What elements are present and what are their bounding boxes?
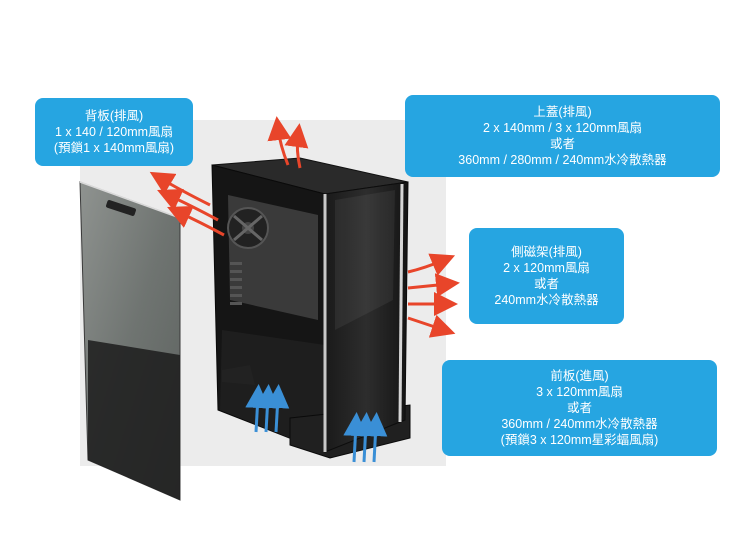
callout-front-line: (預鎖3 x 120mm星彩蝠風扇) xyxy=(500,433,659,447)
bottom-intake-arrows xyxy=(245,384,290,433)
callout-back-line: 背板(排風) xyxy=(84,109,144,123)
callout-front-line: 前板(進風) xyxy=(550,369,609,383)
callout-side-line: 240mm水冷散熱器 xyxy=(494,293,599,307)
pc-case-body xyxy=(211,157,411,459)
callout-side-line: 或者 xyxy=(533,277,559,291)
callout-front-panel: 前板(進風) 3 x 120mm風扇 或者 360mm / 240mm水冷散熱器… xyxy=(442,360,717,456)
callout-front-line: 3 x 120mm風扇 xyxy=(536,385,623,399)
callout-side-line: 2 x 120mm風扇 xyxy=(503,261,590,275)
callout-top-line: 上蓋(排風) xyxy=(533,105,592,119)
callout-top-line: 360mm / 280mm / 240mm水冷散熱器 xyxy=(458,153,667,167)
back-exhaust-arrows xyxy=(149,171,225,237)
callout-top-line: 或者 xyxy=(549,137,575,151)
top-exhaust-arrows xyxy=(267,116,309,169)
callout-front-line: 360mm / 240mm水冷散熱器 xyxy=(501,417,658,431)
callout-side-line: 側磁架(排風) xyxy=(511,245,582,259)
callout-back-line: 1 x 140 / 120mm風扇 xyxy=(54,125,174,139)
glass-side-panel xyxy=(79,181,181,501)
callout-front-line: 或者 xyxy=(566,401,592,415)
callout-top-line: 2 x 140mm / 3 x 120mm風扇 xyxy=(482,121,643,135)
callout-side-bracket: 側磁架(排風) 2 x 120mm風扇 或者 240mm水冷散熱器 xyxy=(469,228,624,324)
callout-back-line: (預鎖1 x 140mm風扇) xyxy=(53,141,175,155)
pci-slots xyxy=(230,262,242,305)
right-accent-strip xyxy=(398,183,404,423)
side-exhaust-arrows xyxy=(407,253,460,338)
glass-panel-handle xyxy=(106,200,136,216)
callout-top-cover: 上蓋(排風) 2 x 140mm / 3 x 120mm風扇 或者 360mm … xyxy=(405,95,720,177)
rear-fan xyxy=(227,207,269,249)
front-intake-arrows xyxy=(343,412,388,463)
callout-back-panel: 背板(排風) 1 x 140 / 120mm風扇 (預鎖1 x 140mm風扇) xyxy=(35,98,193,166)
